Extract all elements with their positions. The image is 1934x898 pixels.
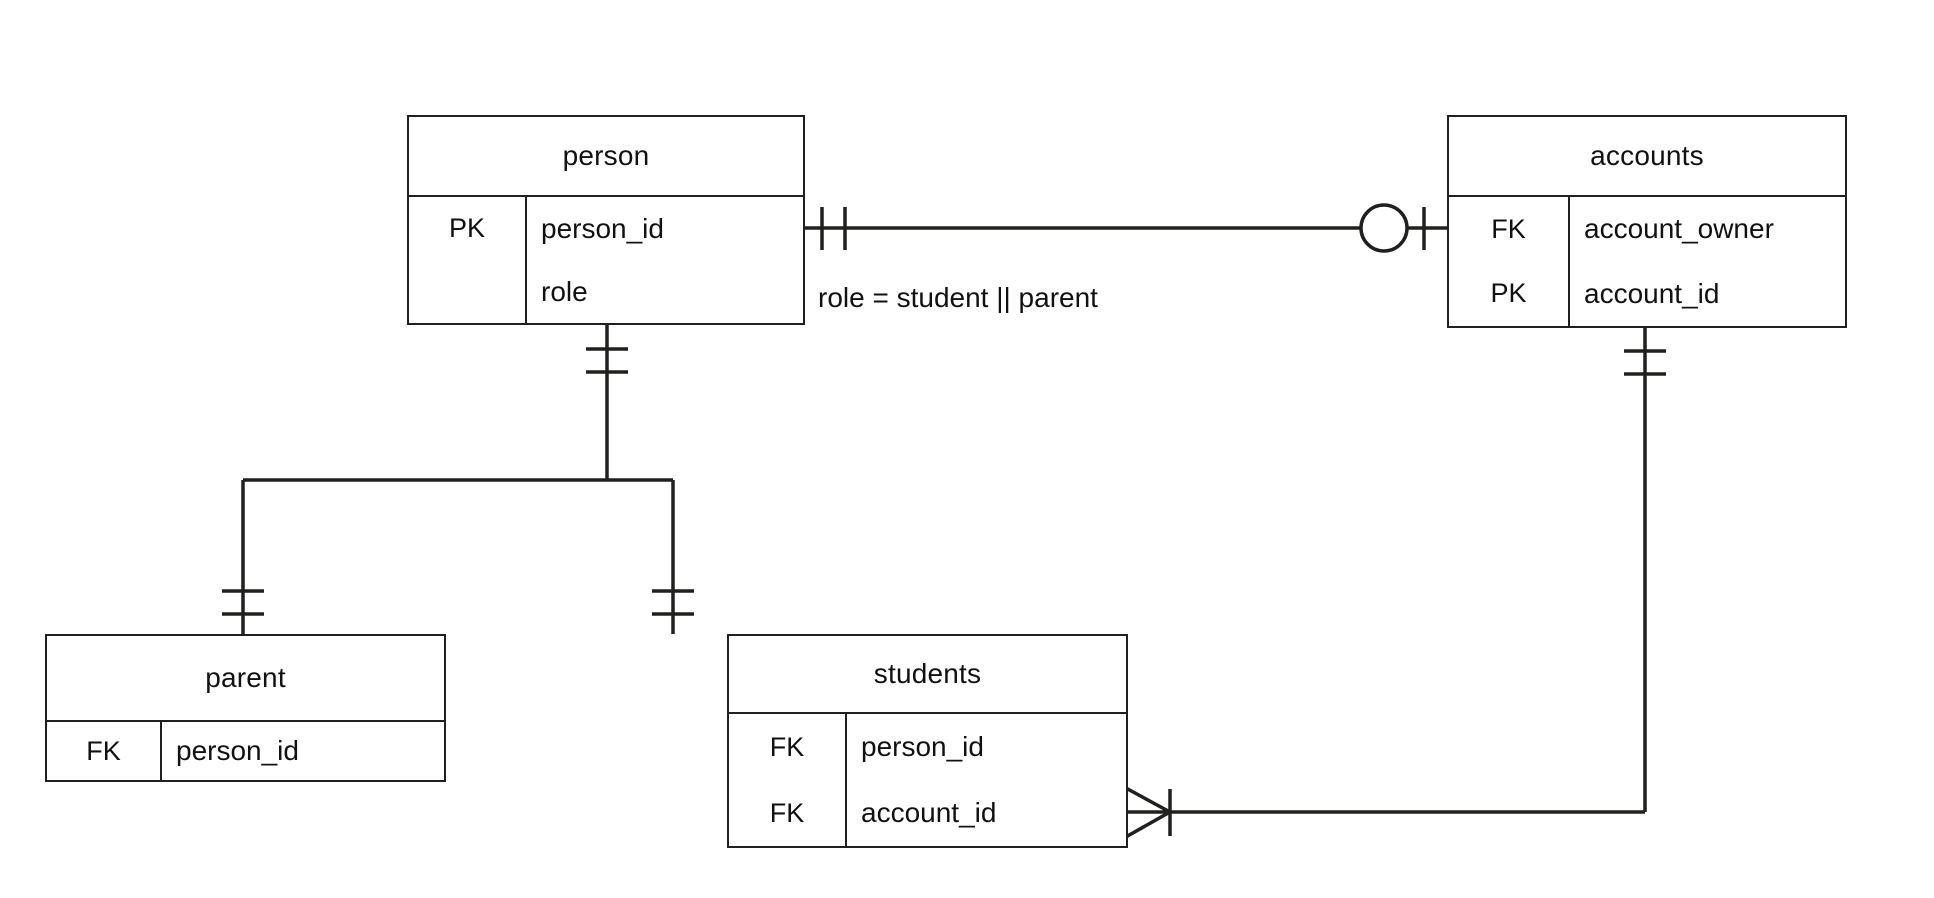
relationship-label-person-accounts: role = student || parent <box>818 282 1098 313</box>
attribute-row[interactable]: PK person_id <box>409 197 803 260</box>
edge-students-accounts <box>1123 328 1666 840</box>
entity-students-title: students <box>729 636 1126 714</box>
attribute-key-badge: PK <box>1449 261 1570 326</box>
attribute-name: person_id <box>176 735 299 766</box>
entity-accounts[interactable]: accounts FK account_owner PK account_id <box>1447 115 1847 328</box>
attribute-key-badge: PK <box>409 197 527 260</box>
cardinality-zero-circle <box>1359 203 1409 253</box>
entity-parent-attributes: FK person_id <box>47 722 444 780</box>
edge-person-accounts <box>805 203 1447 253</box>
entity-accounts-attributes: FK account_owner PK account_id <box>1449 197 1845 326</box>
attribute-key-badge: FK <box>47 722 162 780</box>
entity-accounts-title: accounts <box>1449 117 1845 197</box>
attribute-name: person_id <box>541 212 664 244</box>
attribute-row[interactable]: FK account_owner <box>1449 197 1845 262</box>
edge-person-children <box>222 325 694 634</box>
attribute-key-badge <box>409 260 527 323</box>
attribute-name: account_owner <box>1584 213 1774 245</box>
attribute-key-badge: FK <box>729 714 847 780</box>
attribute-row[interactable]: FK person_id <box>47 722 444 780</box>
cardinality-many-crowsfoot-lower <box>1123 810 1171 840</box>
entity-person-title: person <box>409 117 803 197</box>
attribute-name: account_id <box>1584 277 1720 309</box>
attribute-name: account_id <box>861 797 997 828</box>
entity-parent-title: parent <box>47 636 444 722</box>
entity-person-attributes: PK person_id role <box>409 197 803 323</box>
attribute-row[interactable]: FK person_id <box>729 714 1126 780</box>
entity-students-attributes: FK person_id FK account_id <box>729 714 1126 846</box>
cardinality-many-crowsfoot-upper <box>1123 785 1171 814</box>
attribute-key-badge: FK <box>729 780 847 846</box>
attribute-name: role <box>541 275 588 307</box>
entity-students[interactable]: students FK person_id FK account_id <box>727 634 1128 848</box>
entity-person[interactable]: person PK person_id role <box>407 115 805 325</box>
attribute-key-badge: FK <box>1449 197 1570 262</box>
attribute-row[interactable]: FK account_id <box>729 780 1126 846</box>
attribute-row[interactable]: role <box>409 260 803 323</box>
attribute-name: person_id <box>861 731 984 762</box>
entity-parent[interactable]: parent FK person_id <box>45 634 446 782</box>
attribute-row[interactable]: PK account_id <box>1449 261 1845 326</box>
